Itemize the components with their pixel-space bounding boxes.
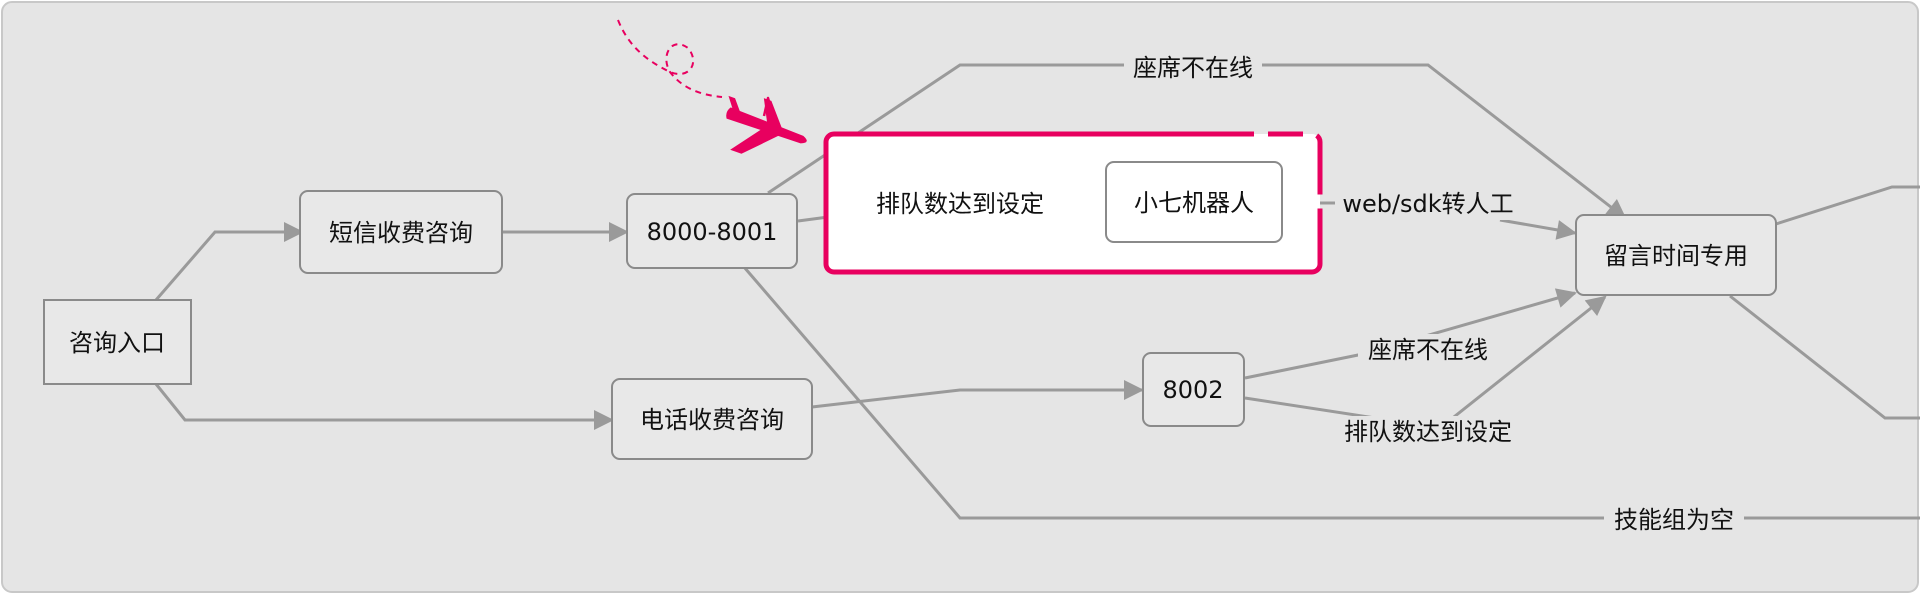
edge-entry-to-sms	[154, 222, 304, 301]
label-seat-offline-top: 座席不在线	[1133, 54, 1253, 82]
label-bg-web-sdk	[1338, 188, 1518, 220]
label-bg-seat-offline-8002	[1358, 334, 1498, 366]
node-robot-label: 小七机器人	[1134, 189, 1254, 217]
node-sms[interactable]: 短信收费咨询	[299, 190, 503, 274]
label-bg-skill-group-empty	[1604, 502, 1744, 534]
node-entry-label: 咨询入口	[69, 329, 165, 357]
label-bg-seat-offline-top	[1124, 50, 1262, 82]
node-message-label: 留言时间专用	[1604, 242, 1748, 270]
node-sms-label: 短信收费咨询	[329, 219, 473, 247]
label-queue-8002: 排队数达到设定	[1344, 418, 1512, 446]
node-entry[interactable]: 咨询入口	[43, 299, 192, 385]
label-seat-offline-8002: 座席不在线	[1368, 336, 1488, 364]
edge-labels: 座席不在线 排队数达到设定 web/sdk转人工 座席不在线 排队数达到设定 技…	[876, 50, 1744, 534]
node-8002[interactable]: 8002	[1142, 352, 1245, 427]
node-8000-8001[interactable]: 8000-8001	[626, 193, 798, 269]
edge-message-out-bottom	[1729, 294, 1920, 420]
label-bg-queue-8002	[1334, 416, 1522, 448]
edge-8000-skill-group-empty	[742, 266, 1920, 520]
label-skill-group-empty: 技能组为空	[1614, 506, 1734, 534]
airplane-decoration	[617, 19, 807, 154]
flight-path	[617, 19, 723, 98]
edge-web-sdk-to-message	[1499, 218, 1577, 240]
edge-message-out-top	[1775, 185, 1920, 226]
edge-phone-to-8002	[811, 380, 1144, 409]
node-message[interactable]: 留言时间专用	[1575, 214, 1777, 296]
label-queue-setting: 排队数达到设定	[876, 190, 1044, 218]
node-8002-label: 8002	[1162, 376, 1223, 404]
node-phone[interactable]: 电话收费咨询	[611, 378, 813, 460]
node-8000-8001-label: 8000-8001	[647, 218, 778, 246]
label-web-sdk: web/sdk转人工	[1342, 190, 1513, 218]
node-robot[interactable]: 小七机器人	[1105, 161, 1283, 243]
airplane-tail-mark	[762, 96, 775, 117]
edge-entry-to-phone	[154, 383, 614, 430]
node-phone-label: 电话收费咨询	[640, 406, 784, 434]
